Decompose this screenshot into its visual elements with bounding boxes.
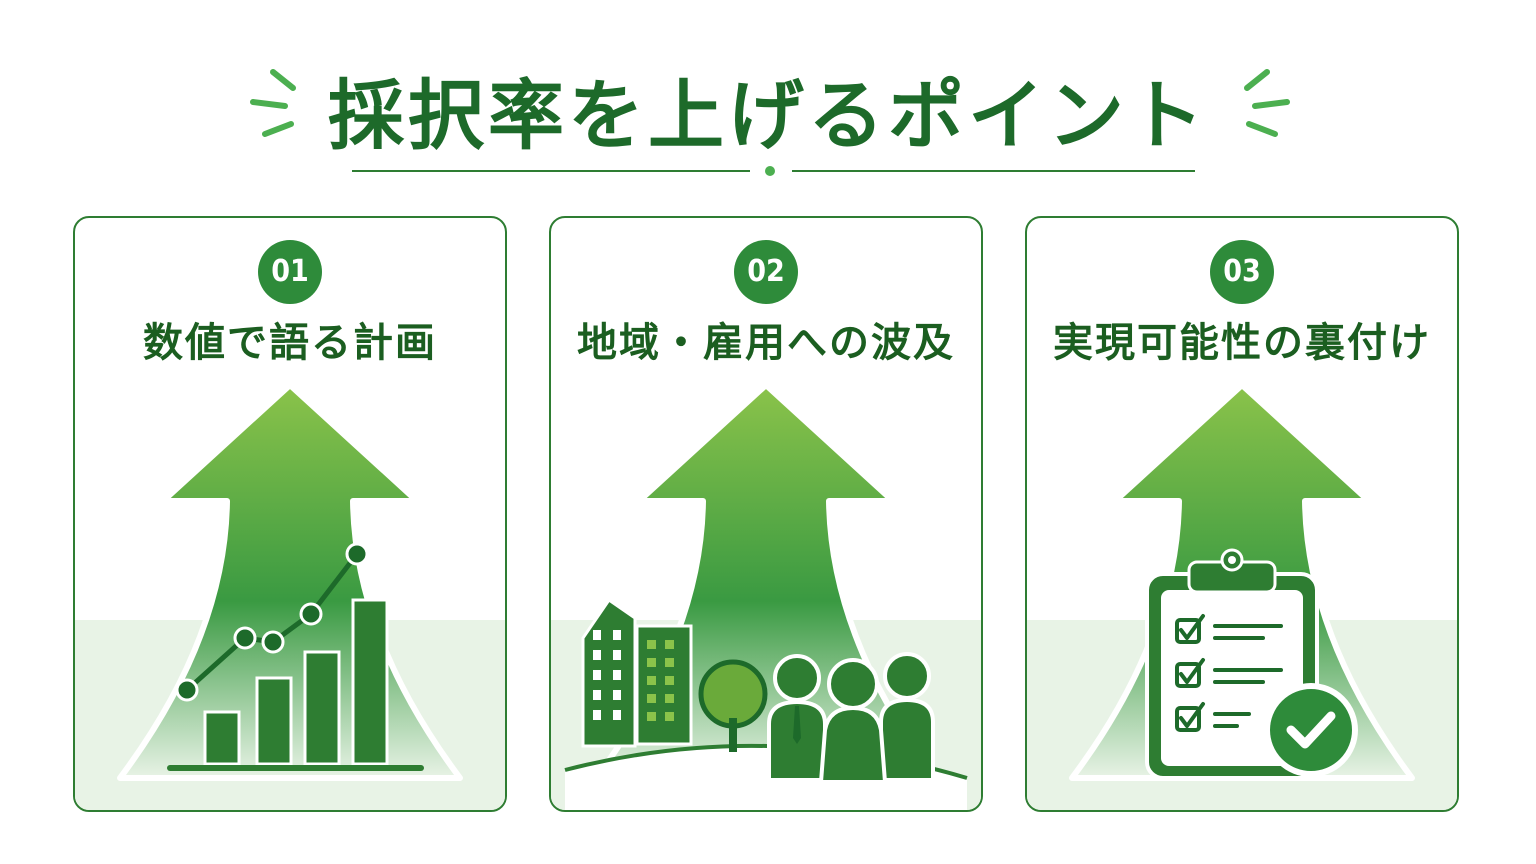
growth-arrow-illustration [75, 382, 505, 810]
page-title: 採択率を上げるポイント [328, 71, 1208, 160]
bar-chart-growth-icon [167, 542, 424, 771]
point-card-1: 01 数値で語る計画 [73, 216, 507, 812]
point-number-badge: 03 [1210, 240, 1274, 304]
point-card-3: 03 実現可能性の裏付け [1025, 216, 1459, 812]
sparkle-left-icon [250, 69, 296, 137]
growth-arrow-illustration [1027, 382, 1457, 810]
growth-arrow-illustration [551, 382, 981, 810]
point-title: 実現可能性の裏付け [1053, 320, 1431, 366]
point-title: 地域・雇用への波及 [577, 320, 955, 366]
point-title: 数値で語る計画 [143, 320, 437, 366]
title-divider [352, 166, 1195, 176]
point-number-badge: 02 [734, 240, 798, 304]
city-people-icon [564, 597, 968, 810]
point-card-2: 02 地域・雇用への波及 [549, 216, 983, 812]
point-number-badge: 01 [258, 240, 322, 304]
header: 採択率を上げるポイント [0, 55, 1536, 185]
clipboard-checklist-icon [1145, 548, 1358, 780]
sparkle-right-icon [1244, 69, 1290, 137]
